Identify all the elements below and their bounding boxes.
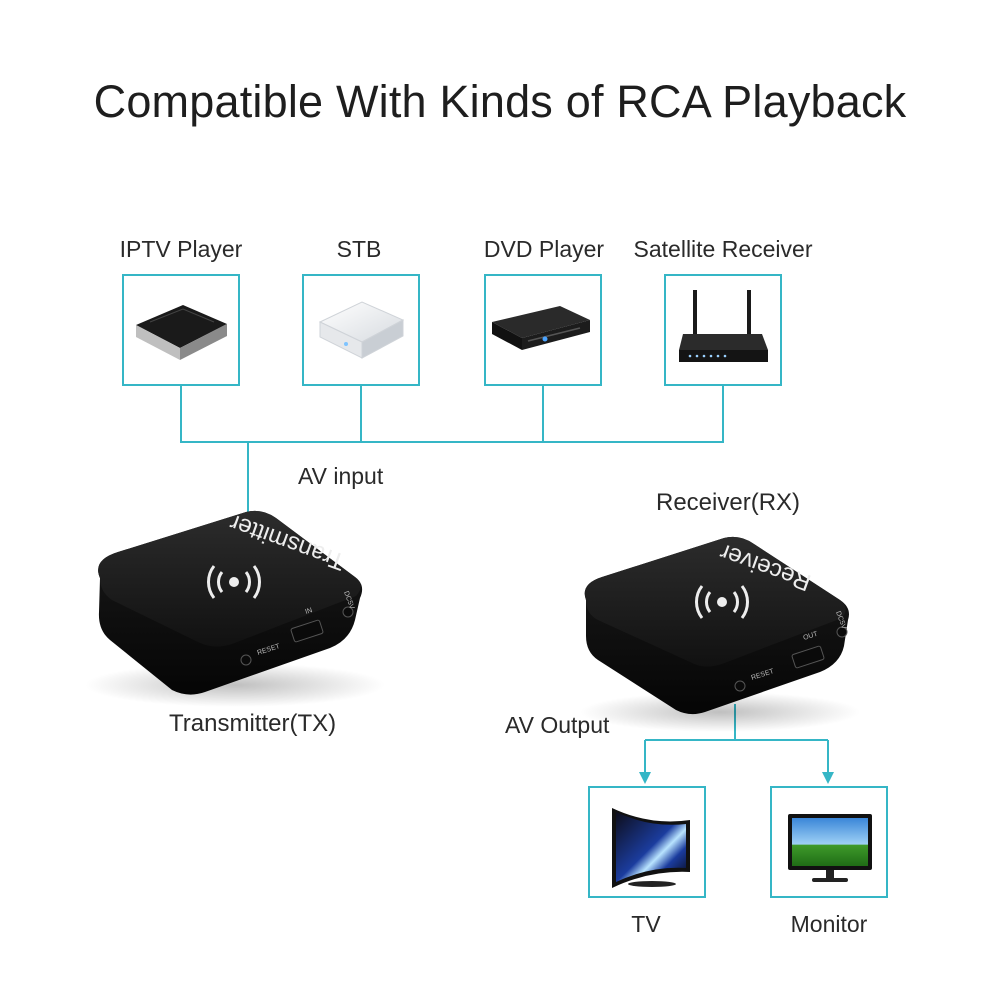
source-label-dvd-player: DVD Player: [483, 236, 605, 262]
transmitter-in-port: [290, 619, 324, 643]
source-box-satellite-receiver: [664, 274, 782, 386]
transmitter-dc-jack: [342, 606, 354, 618]
output-label-tv: TV: [631, 911, 661, 937]
monitor-icon: [788, 814, 872, 882]
av-output-label: AV Output: [505, 712, 610, 738]
receiver-port-label: OUT: [802, 630, 819, 641]
input-connectors: [180, 386, 724, 530]
dvd-player-icon: [492, 306, 590, 350]
receiver-reset-button: [734, 680, 746, 692]
iptv-player-icon: [136, 305, 227, 360]
output-label-monitor: Monitor: [790, 911, 868, 937]
input-bus-line: [180, 386, 724, 443]
receiver-out-port: [791, 645, 825, 669]
source-label-satellite-receiver: Satellite Receiver: [633, 236, 813, 262]
page-title: Compatible With Kinds of RCA Playback: [93, 76, 907, 127]
source-label-stb: STB: [336, 236, 382, 262]
transmitter-wireless-icon: [207, 565, 261, 599]
transmitter-caption: Transmitter(TX): [169, 710, 337, 737]
receiver-dc-jack: [836, 626, 848, 638]
transmitter-device: Transmitter IN RESET DC5V: [85, 509, 385, 707]
monitor-arrow-head: [822, 772, 834, 784]
stb-icon: [318, 301, 405, 359]
satellite-receiver-icon: [679, 290, 768, 362]
receiver-caption: Receiver(RX): [656, 489, 801, 516]
tv-icon: [612, 808, 690, 888]
av-input-label: AV input: [298, 463, 384, 489]
tv-arrow-head: [639, 772, 651, 784]
source-label-iptv-player: IPTV Player: [119, 236, 243, 262]
receiver-device: Receiver OUT RESET DC5V: [580, 536, 860, 732]
transmitter-reset-button: [240, 654, 252, 666]
receiver-wireless-icon: [695, 585, 749, 619]
transmitter-port-label: IN: [304, 607, 313, 616]
